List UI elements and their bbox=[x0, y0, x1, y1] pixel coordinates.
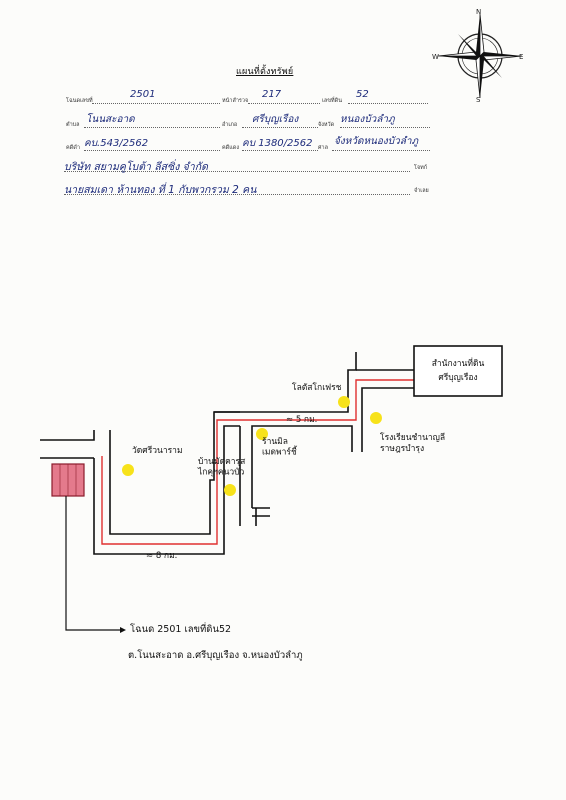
compass-s: S bbox=[476, 96, 481, 104]
caption-line-2: ต.โนนสะอาด อ.ศรีบุญเรือง จ.หนองบัวลำภู bbox=[128, 650, 303, 661]
survey-value: 217 bbox=[262, 89, 282, 100]
plaintiff-label: โจทก์ bbox=[414, 165, 428, 171]
school-label: โรงเรียนชำนาญลีราษฎรบำรุง bbox=[380, 432, 445, 454]
temple-marker bbox=[122, 464, 134, 476]
shop-label: ร้านมิลเมดพาร์ชี้ bbox=[262, 436, 298, 458]
compass-w: W bbox=[432, 53, 439, 61]
lotus-label: โลตัสโกเฟรช bbox=[292, 382, 342, 393]
province-label: จังหวัด bbox=[318, 122, 335, 128]
defendant-value: นายสมเดา ห้านทอง ที่ 1 กับพวกรวม 2 คน bbox=[64, 184, 257, 196]
land-office-box bbox=[413, 345, 503, 397]
province-value: หนองบัวลำภู bbox=[340, 114, 395, 125]
black-case-value: คบ.543/2562 bbox=[84, 138, 149, 149]
location-map: สำนักงานที่ดินศรีบุญเรือง วัดศรีวนาราม บ… bbox=[40, 345, 503, 633]
route-line bbox=[101, 379, 418, 545]
land-value: 52 bbox=[356, 89, 369, 100]
survey-label: หน้าสำรวจ bbox=[222, 98, 249, 104]
land-label: เลขที่ดิน bbox=[322, 98, 342, 104]
plaintiff-value: บริษัท สยามคูโบต้า ลีสซิ่ง จำกัด bbox=[64, 161, 208, 173]
black-case-label: คดีดำ bbox=[66, 145, 80, 151]
subdistrict-label: ตำบล bbox=[66, 122, 80, 128]
compass-e: E bbox=[519, 53, 524, 61]
court-value: จังหวัดหนองบัวลำภู bbox=[334, 136, 419, 147]
lotus-marker bbox=[338, 396, 350, 408]
distance-bottom: ≈ 8 กม. bbox=[146, 551, 177, 561]
distance-top: ≈ 5 กม. bbox=[286, 415, 317, 425]
defendant-label: จำเลย bbox=[414, 188, 429, 194]
deed-label: โฉนดเลขที่ bbox=[66, 98, 93, 104]
subdistrict-value: โนนสะอาด bbox=[86, 114, 135, 125]
school-marker bbox=[370, 412, 382, 424]
page-title: แผนที่ตั้งทรัพย์ bbox=[236, 67, 294, 77]
red-case-label: คดีแดง bbox=[222, 145, 240, 151]
kanchana-marker bbox=[224, 484, 236, 496]
compass-n: N bbox=[476, 8, 482, 16]
caption-line-1: โฉนด 2501 เลขที่ดิน52 bbox=[130, 624, 232, 635]
kanchana-label: บ้านมัดคารุสไกคุฯคนวบัว bbox=[197, 456, 246, 478]
district-value: ศรีบุญเรือง bbox=[252, 114, 299, 125]
land-office-label: สำนักงานที่ดินศรีบุญเรือง bbox=[432, 357, 485, 383]
district-label: อำเภอ bbox=[222, 122, 238, 128]
shop-marker bbox=[256, 428, 268, 440]
compass-icon bbox=[437, 13, 523, 99]
court-label: ศาล bbox=[318, 145, 328, 151]
red-case-value: คบ 1380/2562 bbox=[242, 138, 313, 149]
temple-label: วัดศรีวนาราม bbox=[132, 445, 183, 456]
deed-value: 2501 bbox=[130, 89, 156, 100]
